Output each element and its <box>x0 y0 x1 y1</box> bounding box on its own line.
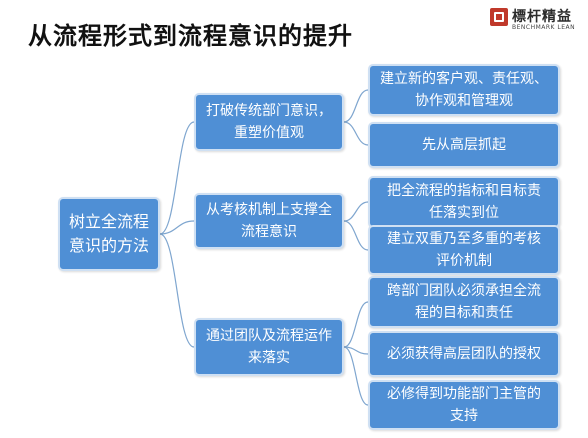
branch-node-2: 从考核机制上支撑全 流程意识 <box>194 193 344 249</box>
connector-branch-3-leaf-2 <box>343 346 369 355</box>
leaf-node-2-2-label: 建立双重乃至多重的考核 评价机制 <box>387 231 541 269</box>
leaf-node-1-1-label: 建立新的客户观、责任观、 协作观和管理观 <box>380 71 548 109</box>
logo-icon <box>490 8 508 26</box>
leaf-node-2-1-label: 把全流程的指标和目标责 任落实到位 <box>387 183 541 221</box>
leaf-node-2-2: 建立双重乃至多重的考核 评价机制 <box>368 225 560 275</box>
connector-branch-3-leaf-1 <box>343 301 369 348</box>
connector-branch-2-leaf-1 <box>343 201 369 222</box>
connector-branch-1-leaf-1 <box>343 89 369 123</box>
connector-branch-1-leaf-2 <box>343 121 369 146</box>
connector-root-branch-3 <box>159 233 195 348</box>
connector-branch-2-leaf-2 <box>343 220 369 251</box>
branch-node-1: 打破传统部门意识， 重塑价值观 <box>194 93 344 151</box>
logo-name: 標杆精益 <box>512 9 572 25</box>
branch-node-3-label: 通过团队及流程运作 来落实 <box>206 328 332 366</box>
page-title: 从流程形式到流程意识的提升 <box>28 22 353 50</box>
leaf-node-3-3: 必修得到功能部门主管的 支持 <box>368 380 560 430</box>
brand-logo: 標杆精益 BENCHMARK LEAN <box>490 6 582 36</box>
logo-subtitle: BENCHMARK LEAN <box>512 24 576 31</box>
root-node-label: 树立全流程 意识的方法 <box>68 212 149 255</box>
leaf-node-3-2: 必须获得高层团队的授权 <box>368 331 560 377</box>
connector-root-branch-1 <box>159 121 195 235</box>
root-node: 树立全流程 意识的方法 <box>58 197 160 271</box>
branch-node-1-label: 打破传统部门意识， 重塑价值观 <box>206 103 332 141</box>
leaf-node-3-1: 跨部门团队必须承担全流 程的目标和责任 <box>368 276 560 328</box>
leaf-node-2-1: 把全流程的指标和目标责 任落实到位 <box>368 176 560 228</box>
connector-branch-3-leaf-3 <box>343 346 369 406</box>
leaf-node-1-2-label: 先从高层抓起 <box>422 137 506 153</box>
branch-node-3: 通过团队及流程运作 来落实 <box>194 318 344 376</box>
branch-node-2-label: 从考核机制上支撑全 流程意识 <box>206 202 332 240</box>
leaf-node-1-1: 建立新的客户观、责任观、 协作观和管理观 <box>368 64 560 116</box>
leaf-node-3-2-label: 必须获得高层团队的授权 <box>387 346 541 362</box>
connector-root-branch-2 <box>159 220 195 235</box>
leaf-node-3-3-label: 必修得到功能部门主管的 支持 <box>387 386 541 424</box>
leaf-node-1-2: 先从高层抓起 <box>368 122 560 168</box>
leaf-node-3-1-label: 跨部门团队必须承担全流 程的目标和责任 <box>387 283 541 321</box>
